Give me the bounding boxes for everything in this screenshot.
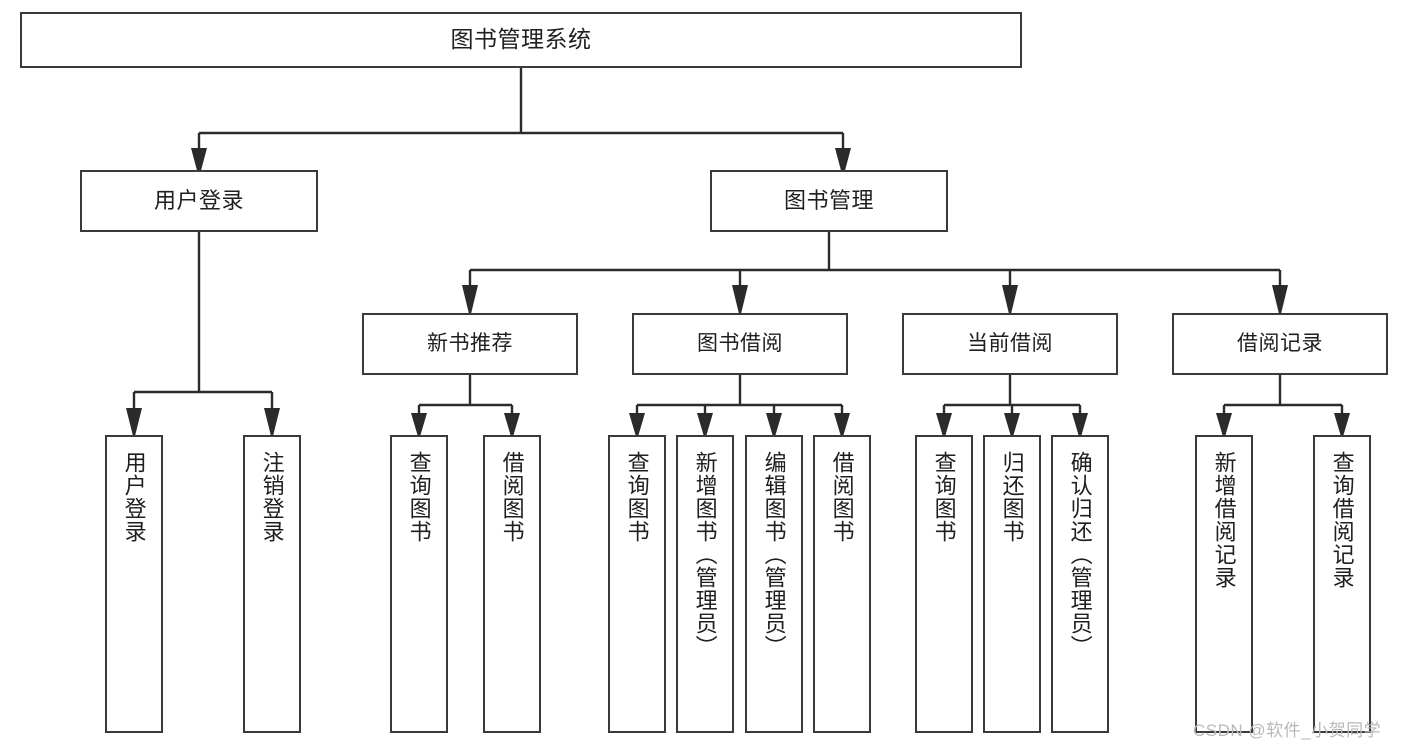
node-new-book-recommendation-label: 新书推荐 xyxy=(427,332,513,356)
leaf-borrow-book-rec[interactable]: 借阅图书 xyxy=(483,435,541,733)
leaf-query-book-borrow[interactable]: 查询图书 xyxy=(608,435,666,733)
node-book-management-label: 图书管理 xyxy=(783,187,874,213)
node-root-label: 图书管理系统 xyxy=(450,26,592,53)
leaf-query-book-borrow-label: 查询图书 xyxy=(624,451,650,543)
leaf-add-book-admin[interactable]: 新增图书（管理员） xyxy=(676,435,734,733)
leaf-query-borrow-record-label: 查询借阅记录 xyxy=(1329,451,1355,589)
leaf-return-book[interactable]: 归还图书 xyxy=(983,435,1041,733)
leaf-confirm-return-admin-label: 确认归还（管理员） xyxy=(1067,451,1093,658)
node-book-borrow-label: 图书借阅 xyxy=(697,332,783,356)
leaf-logout[interactable]: 注销登录 xyxy=(243,435,301,733)
leaf-add-book-admin-label: 新增图书（管理员） xyxy=(692,451,718,658)
node-current-borrow-label: 当前借阅 xyxy=(967,332,1053,356)
watermark: CSDN @软件_小贺同学 xyxy=(1193,721,1382,740)
node-book-borrow[interactable]: 图书借阅 xyxy=(632,313,848,375)
leaf-query-book-current-label: 查询图书 xyxy=(931,451,957,543)
leaf-query-book-current[interactable]: 查询图书 xyxy=(915,435,973,733)
leaf-user-login[interactable]: 用户登录 xyxy=(105,435,163,733)
leaf-edit-book-admin[interactable]: 编辑图书（管理员） xyxy=(745,435,803,733)
leaf-edit-book-admin-label: 编辑图书（管理员） xyxy=(761,451,787,658)
leaf-add-borrow-record[interactable]: 新增借阅记录 xyxy=(1195,435,1253,733)
leaf-return-book-label: 归还图书 xyxy=(999,451,1025,543)
leaf-borrow-book-label: 借阅图书 xyxy=(829,451,855,543)
node-book-management[interactable]: 图书管理 xyxy=(710,170,948,232)
node-user-login-label: 用户登录 xyxy=(153,187,244,213)
leaf-query-book-rec[interactable]: 查询图书 xyxy=(390,435,448,733)
node-new-book-recommendation[interactable]: 新书推荐 xyxy=(362,313,578,375)
leaf-query-borrow-record[interactable]: 查询借阅记录 xyxy=(1313,435,1371,733)
node-borrow-record-label: 借阅记录 xyxy=(1237,332,1323,356)
leaf-confirm-return-admin[interactable]: 确认归还（管理员） xyxy=(1051,435,1109,733)
node-user-login[interactable]: 用户登录 xyxy=(80,170,318,232)
leaf-borrow-book-rec-label: 借阅图书 xyxy=(499,451,525,543)
leaf-add-borrow-record-label: 新增借阅记录 xyxy=(1211,451,1237,589)
node-root[interactable]: 图书管理系统 xyxy=(20,12,1022,68)
leaf-logout-label: 注销登录 xyxy=(259,451,285,543)
leaf-query-book-rec-label: 查询图书 xyxy=(406,451,432,543)
node-borrow-record[interactable]: 借阅记录 xyxy=(1172,313,1388,375)
leaf-borrow-book[interactable]: 借阅图书 xyxy=(813,435,871,733)
node-current-borrow[interactable]: 当前借阅 xyxy=(902,313,1118,375)
leaf-user-login-label: 用户登录 xyxy=(121,451,147,543)
